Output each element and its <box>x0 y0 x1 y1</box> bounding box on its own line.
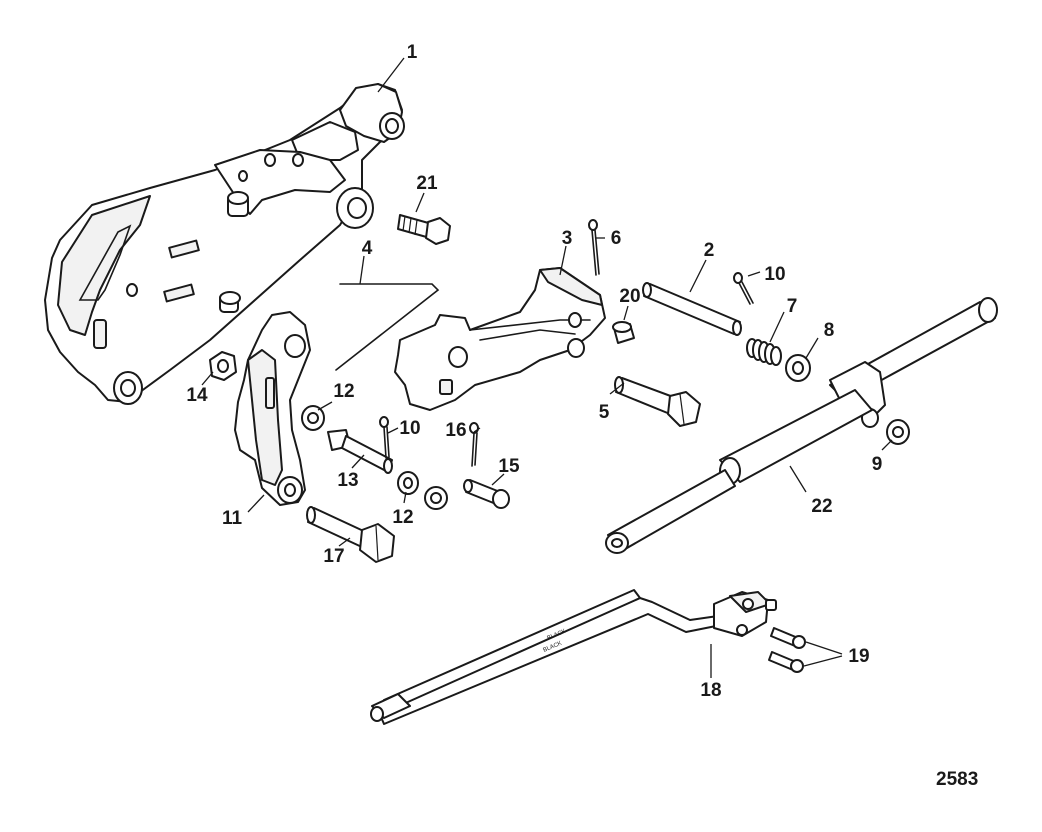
callout-12-upper: 12 <box>333 381 354 402</box>
part-21-bolt <box>397 214 451 245</box>
part-22-tilt-tube <box>605 297 998 554</box>
part-3-lever <box>394 267 606 411</box>
callout-1: 1 <box>407 42 418 63</box>
callout-10-lower: 10 <box>399 418 420 439</box>
part-7-spring <box>746 338 782 366</box>
callout-18: 18 <box>700 680 721 701</box>
figure-number: 2583 <box>936 769 978 790</box>
part-9-washer <box>886 419 910 445</box>
callout-9: 9 <box>872 454 883 475</box>
callout-4: 4 <box>362 238 373 259</box>
part-5-shoulder-bolt <box>614 376 701 427</box>
callout-21: 21 <box>416 173 438 194</box>
callout-labels: 1 2 3 4 5 6 7 8 9 10 10 11 12 12 13 14 1… <box>186 42 882 701</box>
callout-2: 2 <box>704 240 715 261</box>
part-12-washer-upper <box>301 405 325 431</box>
part-10-cotter-pin-upper <box>733 272 754 305</box>
part-19-screws <box>768 627 806 673</box>
callout-8: 8 <box>824 320 835 341</box>
part-12-washer-lower <box>397 471 448 510</box>
part-10-cotter-pin-lower <box>379 416 390 459</box>
callout-14: 14 <box>186 385 208 406</box>
part-8-washer <box>785 354 811 382</box>
callout-20: 20 <box>619 286 640 307</box>
callout-7: 7 <box>787 296 798 317</box>
callout-19: 19 <box>848 646 869 667</box>
callout-6: 6 <box>611 228 622 249</box>
callout-16: 16 <box>445 420 466 441</box>
part-11-link-arm <box>234 311 311 506</box>
callout-11: 11 <box>222 508 243 529</box>
callout-15: 15 <box>498 456 520 477</box>
part-13-shoulder-pin <box>327 429 393 474</box>
callout-10-upper: 10 <box>764 264 785 285</box>
callout-17: 17 <box>323 546 344 567</box>
leader-lines <box>201 57 893 678</box>
part-6-cotter-pin <box>588 219 600 276</box>
callout-12-lower: 12 <box>392 507 413 528</box>
part-18-shift-rod: BLACK BLACK <box>370 589 777 725</box>
part-14-nut <box>209 351 237 381</box>
callout-3: 3 <box>562 228 573 249</box>
part-15-clevis-pin <box>463 479 510 509</box>
part-17-bolt <box>306 506 395 563</box>
callout-13: 13 <box>337 470 358 491</box>
part-2-pin <box>642 282 742 336</box>
callout-5: 5 <box>599 402 610 423</box>
part-20-bushing <box>612 321 635 344</box>
callout-22: 22 <box>811 496 832 517</box>
part-1-bracket-plate <box>44 83 405 405</box>
part-4-wire-link <box>335 283 440 371</box>
